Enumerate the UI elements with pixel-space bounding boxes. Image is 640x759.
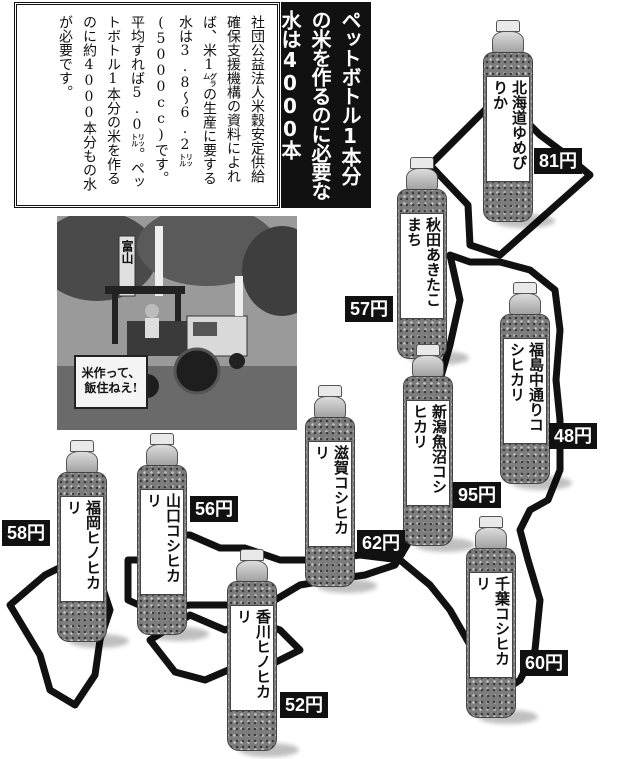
bottle-label-text: 香川ヒノヒカリ <box>235 609 272 699</box>
bottle-label-text: 秋田あきたこまち <box>405 217 442 307</box>
banner-text: 富山 <box>120 240 134 264</box>
bottle-niigata: 新潟魚沼コシヒカリ <box>403 344 475 554</box>
price-fukushima: 48円 <box>549 423 598 449</box>
bottle-fukuoka: 福岡ヒノヒカリ <box>57 440 129 650</box>
price-akita: 57円 <box>345 296 394 322</box>
bottle-akita: 秋田あきたこまち <box>397 157 469 367</box>
bottle-label: 千葉コシヒカリ <box>469 572 513 678</box>
price-hokkaido: 81円 <box>534 148 583 174</box>
bottle-label-text: 福島中通りコシヒカリ <box>508 342 545 432</box>
info-text: 社団公益法人米穀安定供給確保支援機構の資料によれば、米1㌘の生産に要する水は3.… <box>57 15 265 191</box>
price-kagawa: 52円 <box>280 692 329 718</box>
bottle-yamaguchi: 山口コシヒカリ <box>137 433 209 643</box>
info-box: 社団公益法人米穀安定供給確保支援機構の資料によれば、米1㌘の生産に要する水は3.… <box>14 2 280 208</box>
bottle-label: 新潟魚沼コシヒカリ <box>406 400 450 506</box>
protest-sign-text: 米作って、飯住ねえ! <box>81 366 141 395</box>
bottle-label-text: 福岡ヒノヒカリ <box>65 500 102 590</box>
price-chiba: 60円 <box>520 650 569 676</box>
price-niigata: 95円 <box>453 482 502 508</box>
bottle-label: 山口コシヒカリ <box>140 489 184 595</box>
bottle-chiba: 千葉コシヒカリ <box>466 516 538 726</box>
bottle-label: 秋田あきたこまち <box>400 213 444 319</box>
bottle-label-text: 新潟魚沼コシヒカリ <box>411 404 448 494</box>
headline-box: ペットボトル1本分の米を作るのに必要な水は4000本 <box>281 2 371 208</box>
bottle-label-text: 北海道ゆめぴりか <box>491 80 528 170</box>
bottle-shiga: 滋賀コシヒカリ <box>305 385 377 595</box>
bottle-label-text: 山口コシヒカリ <box>145 493 182 583</box>
price-fukuoka: 58円 <box>2 520 51 546</box>
protest-photo: 富山 米作って、飯住ねえ! <box>57 216 297 430</box>
bottle-label: 滋賀コシヒカリ <box>308 441 352 547</box>
bottle-kagawa: 香川ヒノヒカリ <box>227 549 299 759</box>
bottle-label: 福岡ヒノヒカリ <box>60 496 104 602</box>
price-shiga: 62円 <box>357 530 406 556</box>
bottle-label: 福島中通りコシヒカリ <box>503 338 547 444</box>
tractor-photo-illustration <box>57 216 297 430</box>
bottle-label: 香川ヒノヒカリ <box>230 605 274 711</box>
bottle-label-text: 千葉コシヒカリ <box>474 576 511 666</box>
bottle-label-text: 滋賀コシヒカリ <box>313 445 350 535</box>
bottle-fukushima: 福島中通りコシヒカリ <box>500 282 572 492</box>
headline-text: ペットボトル1本分の米を作るのに必要な水は4000本 <box>281 10 362 200</box>
price-yamaguchi: 56円 <box>190 496 239 522</box>
bottle-hokkaido: 北海道ゆめぴりか <box>483 20 555 230</box>
bottle-label: 北海道ゆめぴりか <box>486 76 530 182</box>
